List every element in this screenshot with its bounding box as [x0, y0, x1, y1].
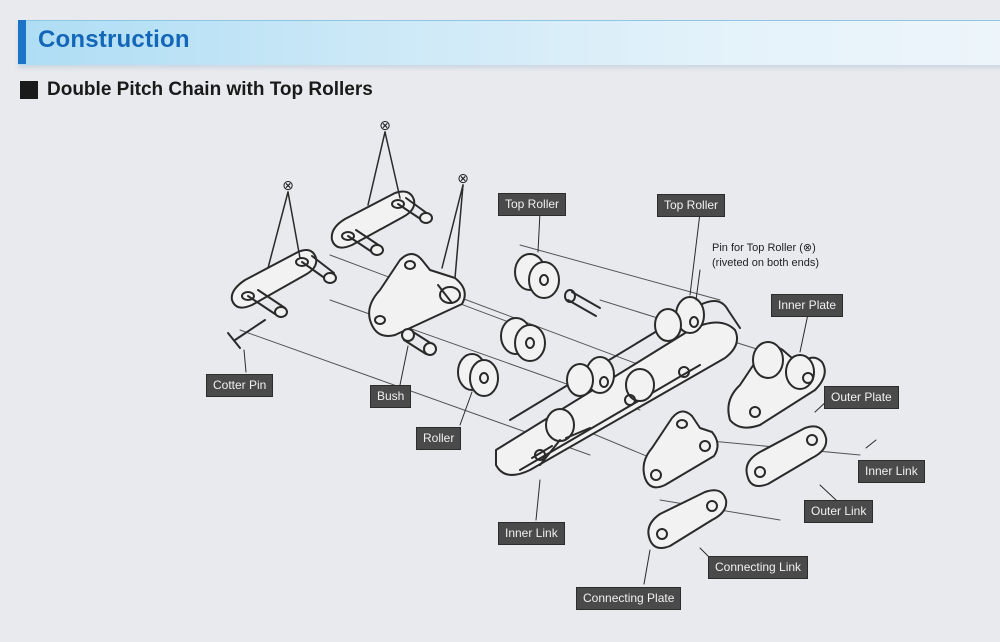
- label-outer-plate: Outer Plate: [824, 386, 899, 409]
- bush-part: [401, 328, 437, 356]
- pin-note-line-1: Pin for Top Roller (⊗): [712, 242, 816, 254]
- label-roller: Roller: [416, 427, 462, 450]
- outer-plate-part: [745, 425, 828, 487]
- assembled-chain: [495, 296, 741, 476]
- header-bar: [18, 20, 1000, 65]
- top-roller-plate-center: [368, 253, 466, 337]
- label-inner-link-left: Inner Link: [498, 522, 565, 545]
- pin-plate-left: [230, 249, 337, 318]
- top-roller-part-2: [500, 317, 546, 362]
- label-leader-lines: [243, 211, 877, 585]
- top-roller-plate-separate: [642, 410, 719, 489]
- label-inner-plate: Inner Plate: [771, 294, 844, 317]
- header-accent: [18, 20, 26, 64]
- label-outer-link: Outer Link: [804, 500, 874, 523]
- pin-symbol-icon-1: ⊗: [282, 178, 294, 194]
- pin-symbol-icon-2: ⊗: [379, 118, 391, 134]
- label-connecting-link: Connecting Link: [708, 556, 809, 579]
- pin-plate-top: [330, 190, 433, 256]
- label-cotter-pin: Cotter Pin: [206, 374, 274, 397]
- pin-symbols: ⊗ ⊗ ⊗: [282, 118, 469, 194]
- label-inner-link-right: Inner Link: [858, 460, 925, 483]
- label-top-roller-2: Top Roller: [657, 194, 726, 217]
- page-title: Construction: [38, 26, 190, 53]
- square-bullet-icon: [20, 81, 38, 99]
- connecting-plate-part: [647, 489, 728, 549]
- pin-leader-lines: [267, 131, 464, 279]
- pin-symbol-icon-3: ⊗: [457, 171, 469, 187]
- section-title: Double Pitch Chain with Top Rollers: [47, 79, 373, 100]
- label-top-roller-1: Top Roller: [498, 193, 567, 216]
- inner-link-part: [727, 341, 826, 429]
- roller-part: [457, 353, 499, 397]
- top-roller-part-1: [514, 253, 601, 317]
- label-connecting-plate: Connecting Plate: [576, 587, 682, 610]
- label-bush: Bush: [370, 385, 412, 408]
- cotter-pin-part: [227, 319, 266, 349]
- pin-note-line-2: (riveted on both ends): [712, 257, 820, 269]
